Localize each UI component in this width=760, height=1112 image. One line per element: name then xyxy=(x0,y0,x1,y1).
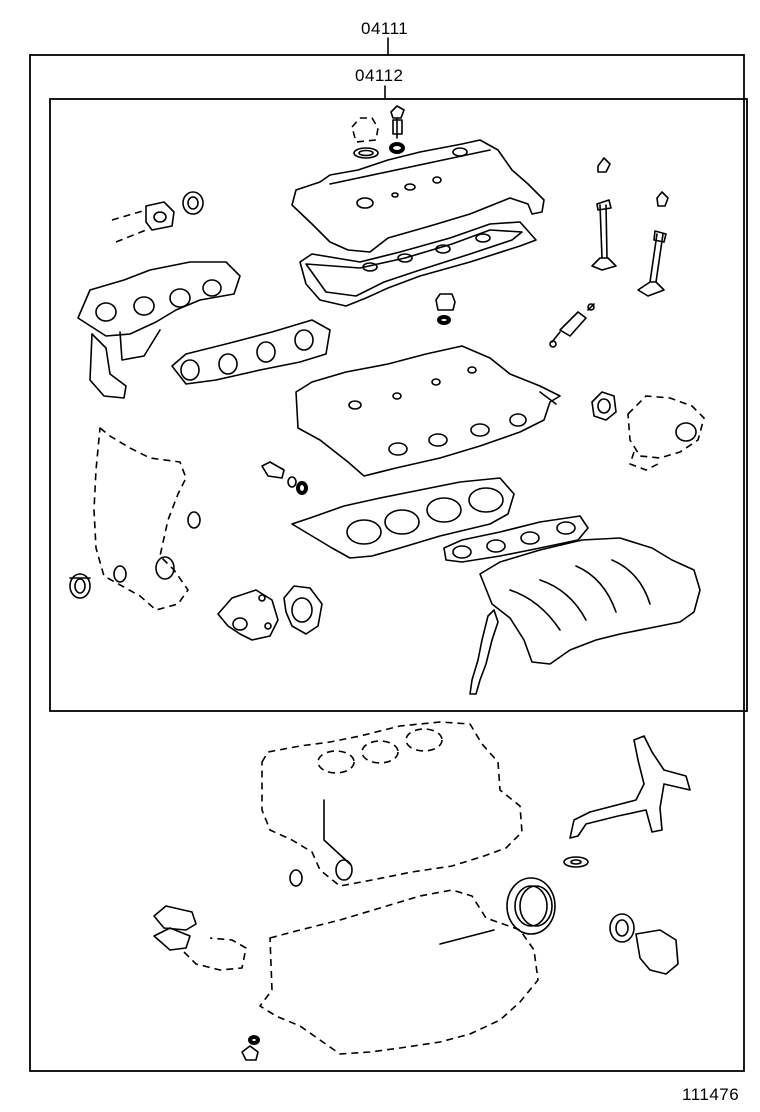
outer-kit-frame xyxy=(29,54,745,1072)
spark-plug-tube-seal xyxy=(435,293,456,325)
inner-kit-frame xyxy=(49,98,748,712)
intake-valve xyxy=(591,157,617,271)
oil-filter-bracket-seal xyxy=(609,913,679,975)
cylinder-head xyxy=(295,345,561,477)
oil-level-gauge-guide xyxy=(469,609,499,695)
exhaust-pipe-gasket xyxy=(111,191,204,243)
cylinder-head-gasket xyxy=(291,477,515,559)
head-cover-bolt xyxy=(389,105,405,154)
water-pump-gasket xyxy=(283,585,323,635)
water-outlet-housing xyxy=(627,395,705,471)
crankshaft-front-oil-seal xyxy=(69,573,91,599)
fuel-injector xyxy=(549,303,595,348)
timing-chain-cover xyxy=(93,427,201,611)
oil-strainer xyxy=(153,905,247,971)
oil-filler-cap xyxy=(351,117,379,159)
exhaust-manifold-gasket xyxy=(171,319,331,385)
oil-pan xyxy=(259,889,539,1055)
water-pump xyxy=(217,589,279,641)
cylinder-head-cover xyxy=(291,139,545,253)
figure-number: 111476 xyxy=(682,1085,740,1104)
label-outer-kit: 04111 xyxy=(361,19,409,38)
crankshaft-rear-oil-seal xyxy=(506,877,556,935)
cylinder-block xyxy=(261,721,523,887)
camshaft-timing-seal xyxy=(261,461,308,495)
label-inner-kit: 04112 xyxy=(355,66,404,85)
head-cover-gasket xyxy=(299,221,537,307)
exhaust-valve xyxy=(637,191,669,297)
exhaust-manifold xyxy=(77,261,241,399)
water-outlet-gasket xyxy=(591,391,617,421)
water-inlet-pipe xyxy=(563,735,691,868)
intake-manifold xyxy=(479,537,701,665)
intake-manifold-gasket xyxy=(443,515,589,563)
oil-drain-plug xyxy=(241,1035,260,1061)
